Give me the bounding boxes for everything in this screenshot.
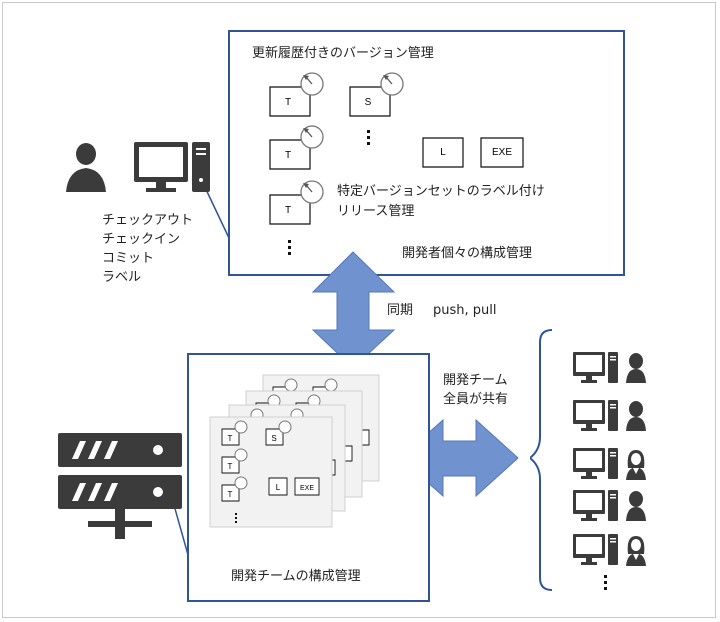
team-file-s-label: S [271, 434, 276, 443]
share-line1: 開発チーム [443, 373, 508, 388]
member-1-computer-icon [573, 352, 618, 383]
action-label: ラベル [102, 270, 142, 285]
member-1 [573, 352, 646, 383]
developer-workstation [66, 142, 210, 192]
share-line2: 全員が共有 [443, 392, 509, 407]
member-3 [573, 448, 646, 480]
file-t1-label: T [285, 97, 291, 108]
member-4 [573, 490, 646, 521]
member-2 [573, 400, 646, 431]
team-config-panel: T S T T L EXE 開発チームの構成管理 [187, 353, 430, 602]
server-icon [58, 433, 182, 539]
action-checkout: チェックアウト [102, 213, 194, 228]
team-file-t1-label: T [228, 434, 233, 443]
member-3-computer-icon [573, 448, 618, 479]
file-l-label: L [440, 147, 446, 158]
action-commit: コミット [102, 251, 155, 266]
file-s-label: S [365, 97, 372, 108]
stacked-repositories: T S T T L EXE [209, 374, 380, 528]
member-5-female-icon [626, 536, 646, 566]
team-members [530, 329, 646, 591]
team-bracket [530, 329, 553, 591]
team-file-exe-label: EXE [300, 485, 314, 492]
member-4-male-icon [626, 491, 646, 521]
developer-config-caption: 開発者個々の構成管理 [402, 246, 533, 261]
member-3-female-icon [626, 450, 646, 480]
team-config-caption: 開発チームの構成管理 [231, 569, 361, 584]
team-file-t2-label: T [228, 462, 233, 471]
member-4-computer-icon [573, 490, 618, 521]
file-exe-label: EXE [492, 147, 512, 158]
version-history-title: 更新履歴付きのバージョン管理 [252, 46, 434, 61]
member-1-male-icon [626, 353, 646, 383]
file-t2-label: T [285, 150, 291, 161]
team-file-t3-label: T [228, 490, 233, 499]
file-icon-s: S [349, 72, 404, 117]
repo-sheet-front: T S T T L EXE [209, 416, 333, 528]
person-icon [66, 143, 106, 192]
file-icon-t1: T [269, 72, 324, 117]
file-icon-t3: T [269, 180, 324, 225]
members-ellipsis [604, 575, 607, 590]
top-file-icons: T S T [269, 72, 524, 255]
file-icon-t2: T [269, 125, 324, 170]
sync-arrow [311, 251, 396, 369]
sync-commands: push, pull [433, 303, 497, 318]
ellipsis-vertical [288, 130, 370, 255]
file-icon-l: L [422, 137, 464, 168]
computer-icon [134, 142, 210, 192]
label-note: 特定バージョンセットのラベル付け [337, 184, 545, 199]
member-2-male-icon [626, 401, 646, 431]
action-checkin: チェックイン [102, 232, 181, 247]
sync-label: 同期 [387, 303, 414, 318]
member-5 [573, 534, 646, 566]
team-file-l-label: L [276, 483, 281, 492]
file-icon-exe: EXE [480, 137, 524, 168]
developer-config-panel: 更新履歴付きのバージョン管理 T S [228, 30, 625, 276]
release-note: リリース管理 [337, 204, 415, 219]
member-2-computer-icon [573, 400, 618, 431]
member-5-computer-icon [573, 534, 618, 565]
file-t3-label: T [285, 205, 291, 216]
